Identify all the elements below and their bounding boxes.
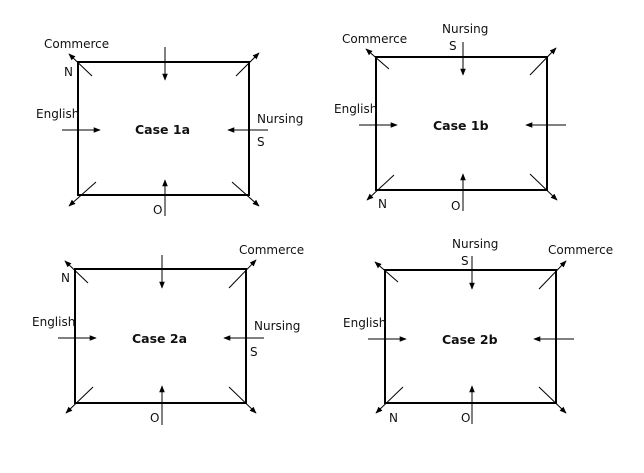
arrow-bottom-left-out bbox=[366, 174, 395, 201]
label-s: S bbox=[461, 254, 469, 268]
case-2a-box bbox=[74, 268, 247, 404]
label-nursing: Nursing bbox=[442, 22, 488, 36]
label-n: N bbox=[64, 65, 73, 79]
label-nursing: Nursing bbox=[452, 237, 498, 251]
label-s: S bbox=[449, 39, 457, 53]
arrow-top-left-out bbox=[64, 260, 89, 284]
label-nursing: Nursing bbox=[254, 319, 300, 333]
label-english: English bbox=[343, 316, 386, 330]
case-2b-box bbox=[384, 269, 557, 404]
arrow-top-right-out bbox=[529, 47, 557, 76]
arrow-top-right-out bbox=[538, 260, 567, 290]
arrow-top-right-out bbox=[228, 259, 257, 289]
case-1a-box bbox=[77, 61, 250, 196]
label-english: English bbox=[36, 107, 79, 121]
case-1b-box bbox=[375, 56, 548, 191]
arrow-bottom-right-out bbox=[228, 386, 257, 414]
case-2a-title: Case 2a bbox=[132, 331, 187, 346]
arrow-top-right-out bbox=[235, 52, 260, 77]
case-1b-title: Case 1b bbox=[433, 118, 489, 133]
arrow-top-left-out bbox=[68, 53, 93, 77]
case-1a-title: Case 1a bbox=[135, 122, 190, 137]
arrow-bottom-left-out bbox=[68, 181, 97, 207]
label-n: N bbox=[61, 271, 70, 285]
diagram-case-1b: Case 1b Nursing S Commerce English N O bbox=[334, 22, 566, 213]
label-n: N bbox=[389, 411, 398, 425]
label-nursing: Nursing bbox=[257, 112, 303, 126]
label-s: S bbox=[250, 345, 258, 359]
diagram-case-2b: Case 2b Nursing S Commerce English N O bbox=[343, 237, 613, 425]
arrow-top-left-out bbox=[365, 48, 390, 70]
diagram-case-2a: Case 2a Commerce N English Nursing S O bbox=[32, 243, 304, 425]
arrow-top-left-out bbox=[374, 261, 399, 283]
label-commerce: Commerce bbox=[239, 243, 304, 257]
label-n: N bbox=[378, 197, 387, 211]
label-english: English bbox=[32, 315, 75, 329]
arrow-bottom-left-out bbox=[375, 386, 404, 414]
case-2b-title: Case 2b bbox=[442, 332, 498, 347]
arrow-bottom-right-out bbox=[529, 173, 558, 201]
arrow-bottom-right-out bbox=[538, 386, 567, 414]
arrow-bottom-left-out bbox=[65, 386, 94, 414]
label-o: O bbox=[150, 411, 159, 425]
label-commerce: Commerce bbox=[44, 37, 109, 51]
label-english: English bbox=[334, 102, 377, 116]
label-commerce: Commerce bbox=[342, 32, 407, 46]
label-o: O bbox=[153, 203, 162, 217]
label-o: O bbox=[461, 411, 470, 425]
label-s: S bbox=[257, 135, 265, 149]
label-commerce: Commerce bbox=[548, 243, 613, 257]
arrow-bottom-right-out bbox=[231, 181, 260, 207]
diagram-case-1a: Case 1a Commerce N English Nursing S O bbox=[36, 37, 303, 217]
label-o: O bbox=[451, 199, 460, 213]
